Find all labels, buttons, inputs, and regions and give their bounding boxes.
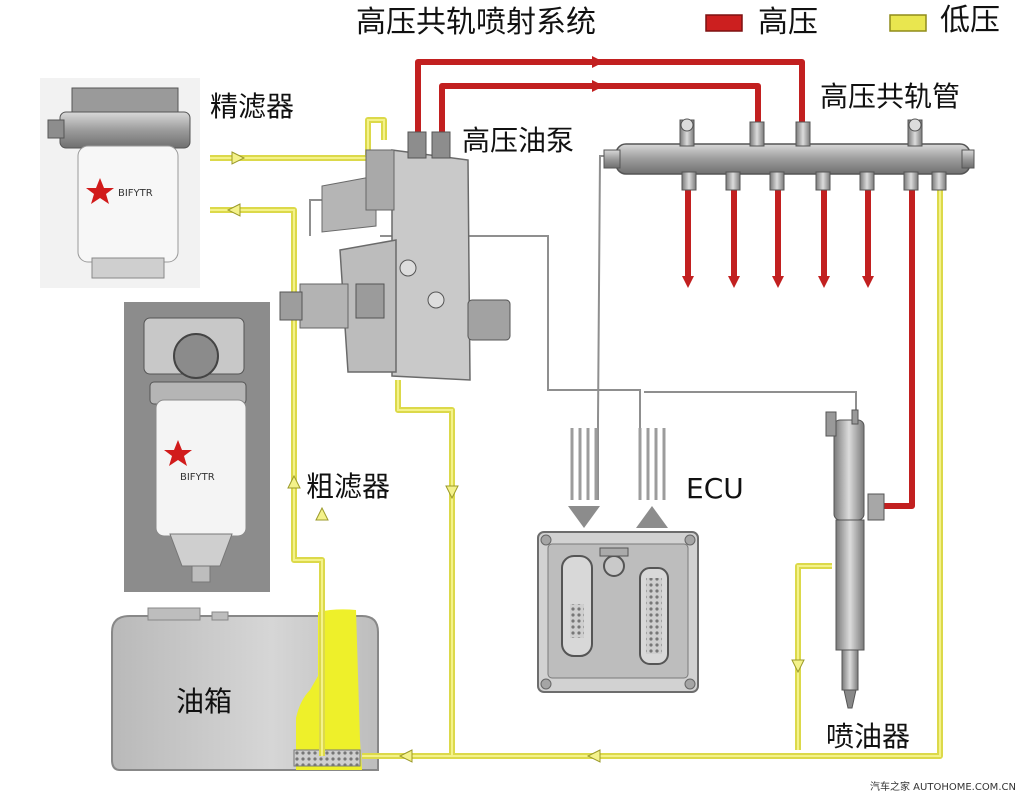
- fuel-tank: [111, 607, 379, 771]
- coarse-filter-brand: BIFYTR: [180, 472, 215, 483]
- label-injector: 喷油器: [826, 720, 910, 753]
- coarse-filter: BIFYTR: [124, 302, 270, 592]
- legend-low-swatch: [889, 14, 927, 32]
- label-ecu: ECU: [686, 472, 744, 505]
- diagram-title: 高压共轨喷射系统: [356, 5, 596, 40]
- fine-filter-brand: BIFYTR: [118, 188, 153, 199]
- ecu-output-arrow: [636, 506, 668, 528]
- fuel-level: [296, 609, 362, 770]
- legend: 高压 低压: [705, 3, 1000, 40]
- high-pressure-arrows: [592, 56, 874, 288]
- low-pressure-arrows: [226, 151, 805, 763]
- legend-high-swatch: [705, 14, 743, 32]
- ecu-unit: [537, 531, 699, 693]
- label-tank: 油箱: [176, 685, 232, 718]
- label-coarse-filter: 粗滤器: [306, 470, 390, 503]
- fine-filter: BIFYTR: [40, 78, 200, 288]
- common-rail: [603, 118, 975, 191]
- label-pump: 高压油泵: [462, 124, 574, 157]
- legend-low-label: 低压: [940, 3, 1000, 38]
- ecu-input-arrow: [568, 506, 600, 528]
- tank-strainer: [293, 749, 361, 767]
- watermark: 汽车之家 AUTOHOME.COM.CN: [870, 780, 1016, 793]
- injector: [825, 409, 885, 709]
- ecu-signal-bundles: [570, 428, 666, 500]
- high-pressure-pump: [279, 131, 511, 381]
- legend-high-label: 高压: [758, 5, 818, 40]
- label-fine-filter: 精滤器: [210, 90, 294, 123]
- label-rail: 高压共轨管: [820, 80, 960, 113]
